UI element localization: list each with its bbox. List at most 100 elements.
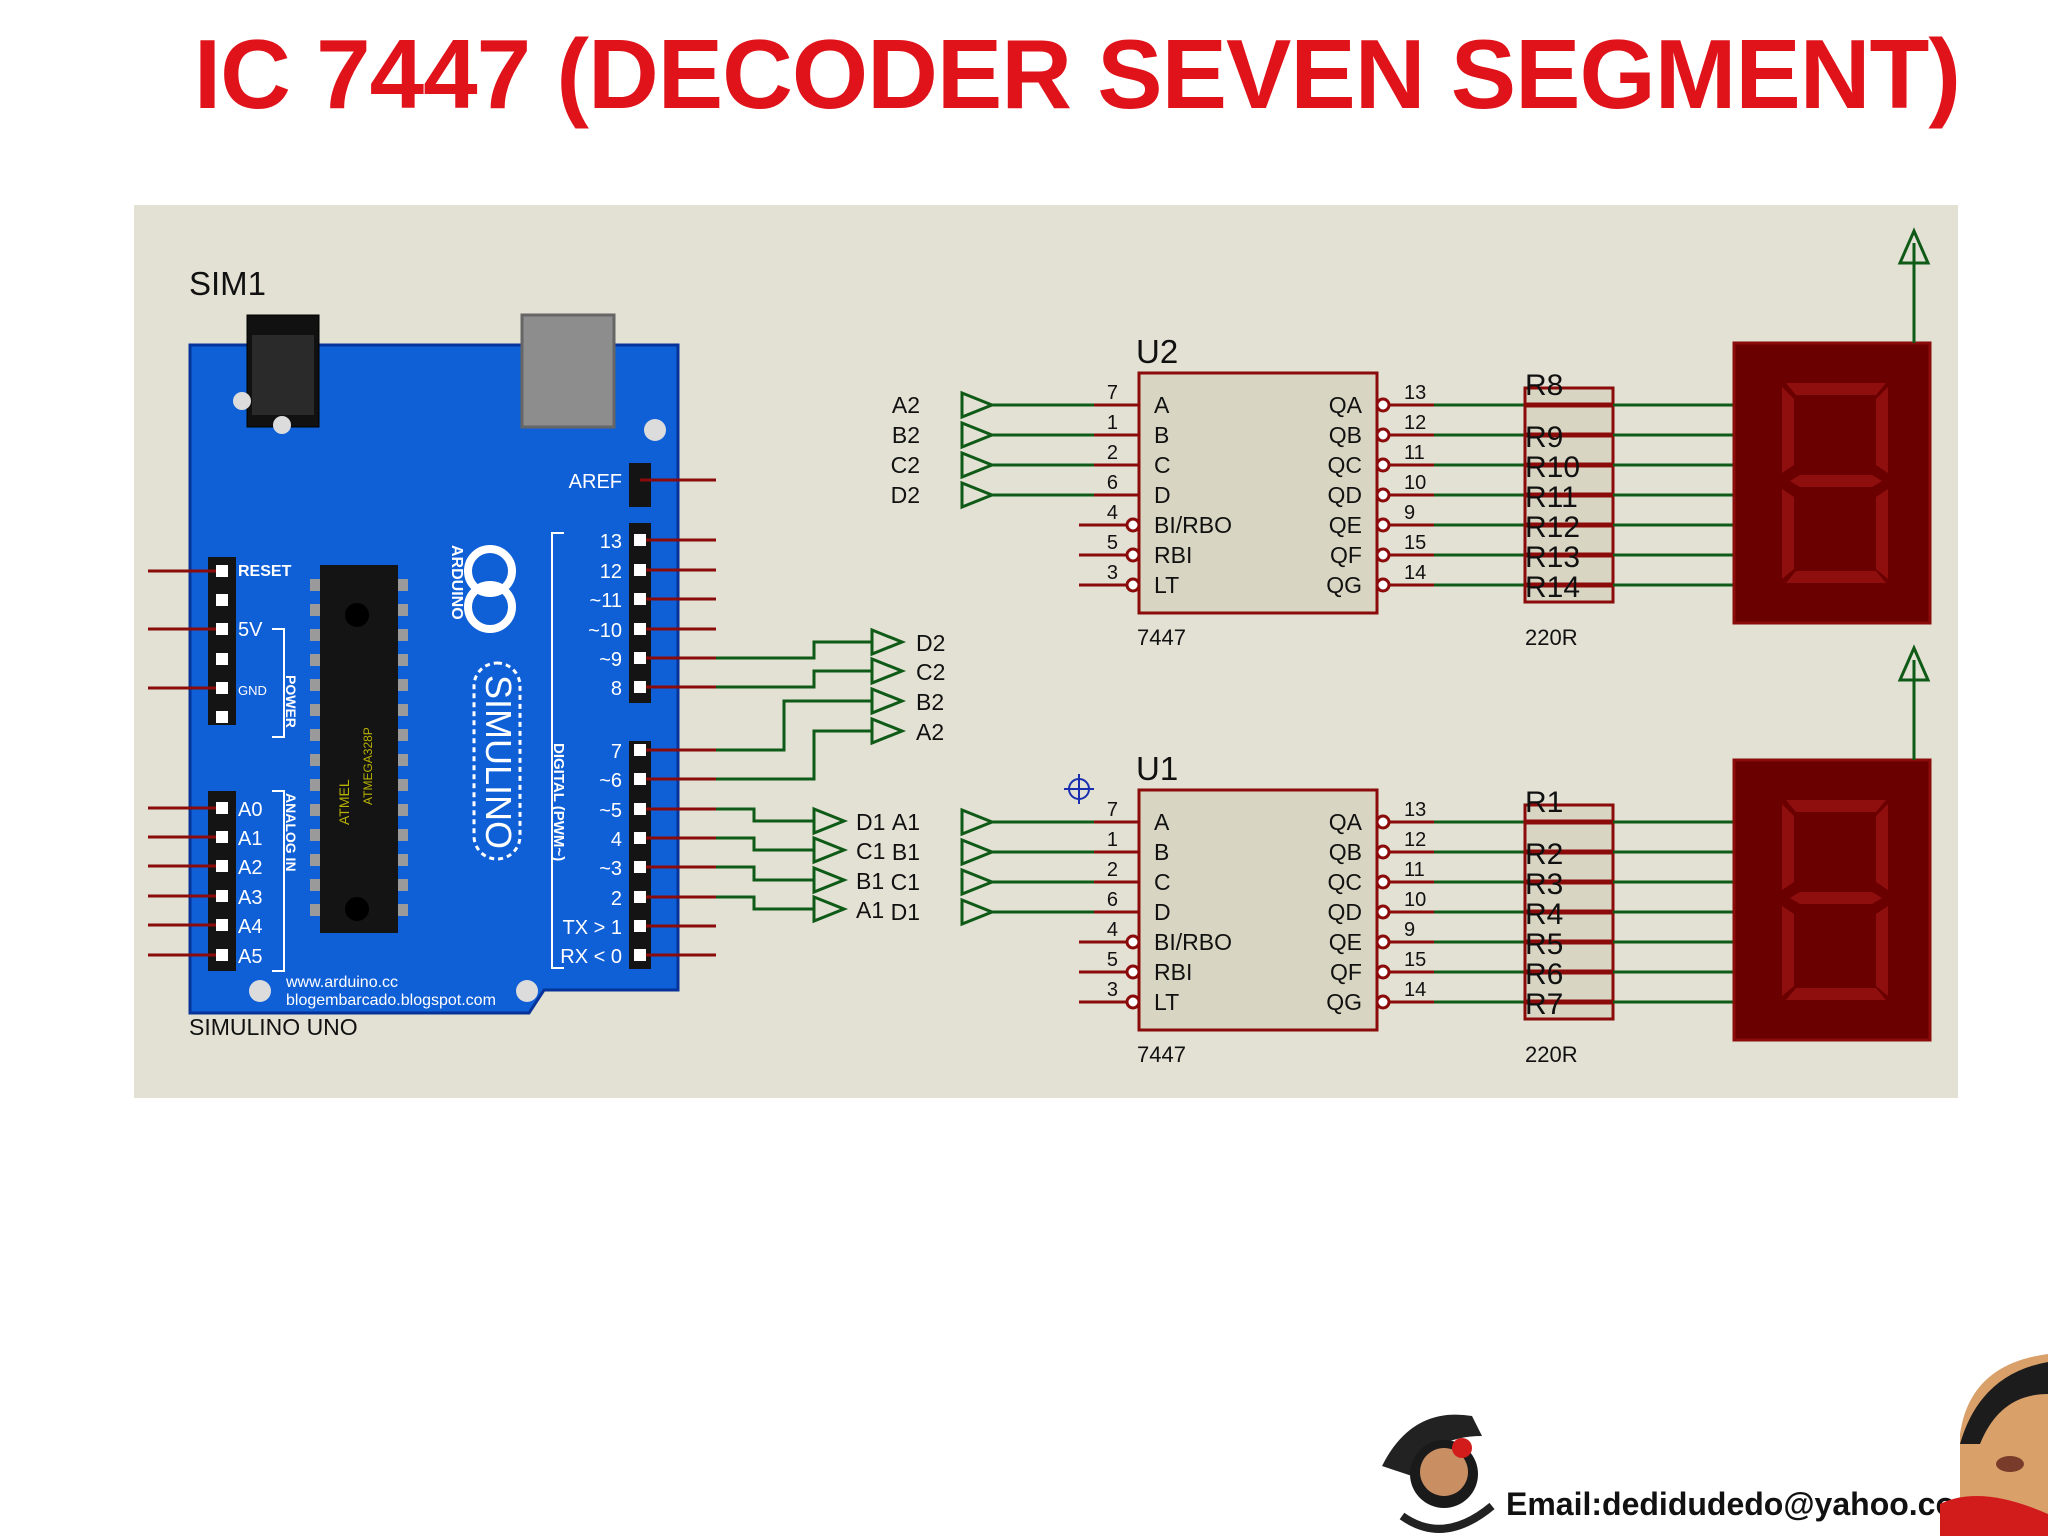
resistor-label: R6: [1525, 958, 1563, 991]
chip-pin: [310, 704, 320, 716]
display-segment: [1876, 804, 1888, 890]
display-segment: [1782, 489, 1794, 579]
digital-pin-label: 7: [611, 741, 622, 763]
terminal-label: D2: [916, 630, 945, 656]
digital-pin: [634, 920, 646, 932]
inverter-bubble: [1125, 934, 1141, 950]
decoder-pin-name: BI/RBO: [1154, 512, 1232, 538]
decoder-pin-number: 1: [1107, 412, 1118, 434]
digital-pin: [634, 949, 646, 961]
decoder-input-label: D1: [891, 899, 920, 925]
decoder-pin-number: 10: [1404, 472, 1426, 494]
display-segment: [1876, 387, 1888, 473]
digital-bracket: [551, 532, 564, 969]
analog-header-label: ANALOG IN: [283, 793, 299, 872]
decoder-ref-label: U2: [1136, 333, 1178, 370]
decoder-pin-name: QC: [1328, 869, 1363, 895]
power-pin: [216, 682, 228, 694]
resistor-label: R14: [1525, 571, 1580, 604]
digital-pin-label: 4: [611, 829, 622, 851]
display-segment: [1782, 387, 1794, 473]
mount-hole: [233, 392, 251, 410]
power-pin: [216, 565, 228, 577]
resistor-label: R7: [1525, 988, 1563, 1021]
arduino-name-label: SIMULINO UNO: [189, 1014, 358, 1040]
wire: [716, 865, 814, 882]
wire: [716, 699, 872, 752]
chip-pin: [310, 629, 320, 641]
decoder-pin-number: 3: [1107, 562, 1118, 584]
power-header: [208, 557, 236, 725]
terminal-flag: [960, 480, 997, 510]
decoder-pin-number: 11: [1404, 859, 1425, 881]
resistor-label: R3: [1525, 868, 1563, 901]
inverter-bubble: [1375, 934, 1391, 950]
digital-pin-label: ~11: [590, 590, 622, 612]
arduino-logo-icon: [464, 581, 516, 633]
decoder-pin-number: 13: [1404, 799, 1426, 821]
wire: [716, 669, 872, 689]
resistor-label: R11: [1525, 481, 1578, 514]
chip-pin: [310, 779, 320, 791]
inverter-bubble: [1125, 964, 1141, 980]
chip-pin: [310, 579, 320, 591]
wire: [716, 729, 872, 781]
digital-pin-label: ~9: [599, 649, 622, 671]
decoder-pin-name: QA: [1329, 809, 1363, 835]
chip-pin: [398, 704, 408, 716]
decoder-pin-number: 5: [1107, 532, 1118, 554]
power-jack-inner: [252, 335, 314, 415]
decoder-part-label: 7447: [1137, 1042, 1186, 1067]
digital-pin-label: ~3: [599, 858, 622, 880]
inverter-bubble: [1375, 397, 1391, 413]
chip-pin: [310, 904, 320, 916]
terminal-label: A1: [856, 897, 884, 923]
decoder-pin-name: A: [1154, 809, 1170, 835]
digital-pin-label: ~5: [599, 800, 622, 822]
analog-header: [208, 791, 236, 971]
digital-header-label: DIGITAL (PWM~): [550, 743, 567, 861]
decoder-pin-name: QF: [1330, 542, 1362, 568]
digital-pin: [634, 773, 646, 785]
decoder-input-label: A2: [892, 392, 920, 418]
chip-pin: [310, 729, 320, 741]
power-pin-label: GND: [238, 683, 267, 698]
decoder-pin-name: RBI: [1154, 542, 1192, 568]
digital-pin-label: ~6: [599, 770, 622, 792]
power-pin-label: 5V: [238, 619, 263, 641]
chip-pin: [398, 679, 408, 691]
wire: [716, 807, 814, 823]
inverter-bubble: [1375, 964, 1391, 980]
decoder-pin-name: B: [1154, 422, 1169, 448]
decoder-pin-number: 9: [1404, 919, 1415, 941]
chip-pin: [398, 804, 408, 816]
power-pin-label: RESET: [238, 563, 292, 580]
chip-pin: [310, 804, 320, 816]
aref-header: [629, 463, 651, 507]
decoder-pin-number: 13: [1404, 382, 1426, 404]
resistor-label: R10: [1525, 451, 1580, 484]
chip-pin: [310, 829, 320, 841]
resistor-label: R1: [1525, 786, 1563, 819]
inverter-bubble: [1375, 487, 1391, 503]
resistor-label: R4: [1525, 898, 1563, 931]
inverter-bubble: [1375, 994, 1391, 1010]
chip-pin: [398, 729, 408, 741]
analog-pin-label: A4: [238, 916, 262, 938]
decoder-pin-number: 5: [1107, 949, 1118, 971]
decoder-pin-name: QB: [1329, 839, 1362, 865]
power-arrow-icon: [1897, 644, 1931, 682]
decoder-pin-number: 6: [1107, 889, 1118, 911]
decoder-pin-name: QC: [1328, 452, 1363, 478]
analog-pin: [216, 890, 228, 902]
analog-pin: [216, 949, 228, 961]
digital-pin-label: ~10: [588, 620, 622, 642]
chip-pin: [398, 754, 408, 766]
decoder-pin-number: 1: [1107, 829, 1118, 851]
terminal-flag: [960, 390, 997, 420]
digital-pin: [634, 803, 646, 815]
decoder-pin-number: 7: [1107, 799, 1118, 821]
decoder-pin-number: 12: [1404, 412, 1426, 434]
chip-pin: [310, 604, 320, 616]
mount-hole: [516, 980, 538, 1002]
